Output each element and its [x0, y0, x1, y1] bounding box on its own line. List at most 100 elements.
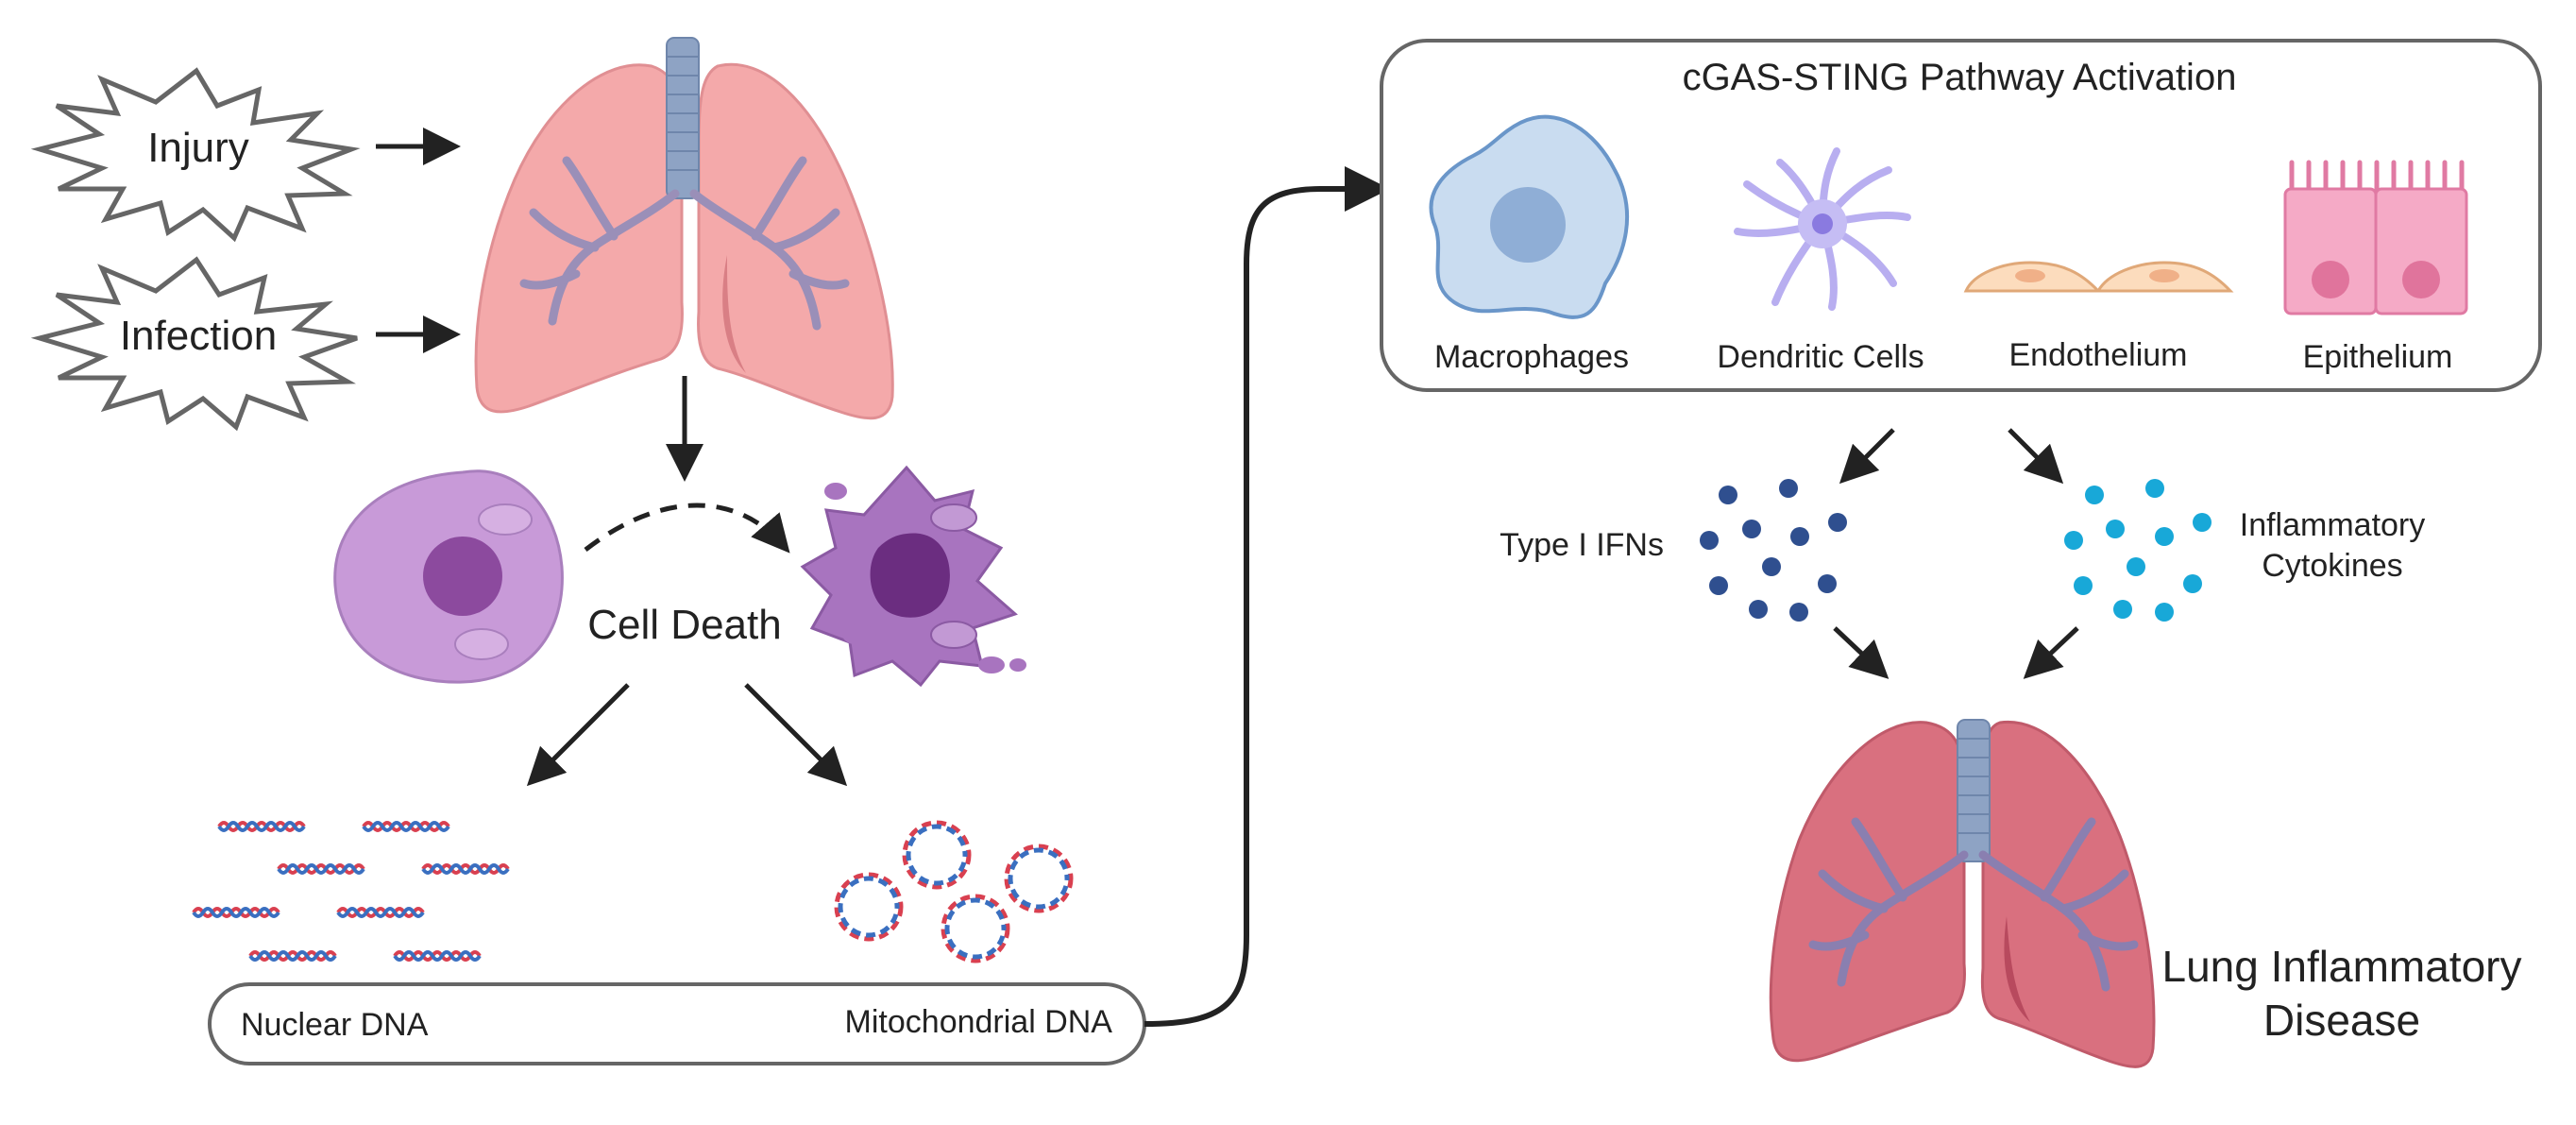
dna-to-pathway-connector	[1144, 166, 1390, 1027]
epithelium-icon	[2283, 160, 2468, 315]
dying-cell-nucleus	[870, 533, 950, 618]
ifn-dot	[1742, 520, 1761, 538]
ifn-dots	[1700, 479, 1847, 622]
dendritic-cells-label: Dendritic Cells	[1717, 339, 1924, 375]
macrophage-icon	[1429, 114, 1629, 319]
healthy-bronchi	[519, 156, 850, 331]
nuclear-dna-fragments	[192, 821, 510, 962]
dying-cell-mitochondrion-2	[930, 621, 977, 649]
cytokine-dot	[2155, 603, 2174, 622]
inflammatory-cytokines-label-line1: Inflammatory	[2240, 507, 2426, 543]
endothelium-icon	[1963, 261, 2234, 293]
cytokine-dot	[2127, 557, 2145, 576]
injury-label: Injury	[147, 125, 249, 171]
ifn-dot	[1828, 513, 1847, 532]
epithelial-cell-2-nucleus	[2402, 261, 2440, 298]
cytokine-dot	[2183, 574, 2202, 593]
celldeath-to-nuclear-arrow	[526, 683, 630, 787]
infection-burst-shape	[30, 256, 358, 432]
nuclear-dna-strand	[362, 821, 450, 832]
cytokine-dot	[2074, 576, 2093, 595]
mitochondrial-dna-rings	[834, 820, 1074, 963]
nuclear-dna-strand	[248, 950, 337, 962]
pathway-box: cGAS-STING Pathway Activation Macrophage…	[1380, 39, 2542, 392]
dying-cell-bleb-3	[978, 656, 1005, 673]
celldeath-to-mito-arrow	[744, 683, 848, 787]
mtdna-ring	[1004, 844, 1074, 913]
cytokine-dot	[2106, 520, 2125, 538]
ifn-dot	[1749, 600, 1768, 619]
cytokine-dots	[2064, 479, 2212, 622]
diseased-lung-right	[1980, 720, 2156, 1068]
nuclear-dna-strand	[421, 863, 510, 875]
healthy-trachea	[666, 37, 700, 199]
ifn-dot	[1762, 557, 1781, 576]
infection-label: Infection	[120, 313, 277, 359]
dying-cell-mitochondrion-1	[930, 503, 977, 532]
epithelium-label: Epithelium	[2303, 339, 2453, 375]
ifn-dot	[1779, 479, 1798, 498]
injury-burst-shape	[30, 67, 361, 243]
cytokines-to-disease-arrow	[2023, 626, 2079, 679]
diseased-bronchi	[1808, 817, 2139, 992]
diseased-lung-shadow	[2004, 916, 2030, 1022]
cytokine-dot	[2064, 531, 2083, 550]
healthy-lungs	[474, 37, 894, 420]
ifn-dot	[1818, 574, 1837, 593]
endothelial-cell-2-nucleus	[2149, 269, 2179, 282]
pathway-to-cytokines-arrow	[2008, 428, 2064, 485]
pathway-to-ifn-arrow	[1839, 428, 1895, 485]
healthy-cell-mitochondrion-2	[454, 628, 509, 660]
cytokine-dot	[2193, 513, 2212, 532]
healthy-trachea-rings	[667, 56, 699, 171]
cell-death-label: Cell Death	[587, 602, 781, 648]
nuclear-dna-strand	[277, 863, 365, 875]
cytokine-dot	[2155, 527, 2174, 546]
injury-burst: Injury	[30, 67, 361, 243]
diseased-trachea	[1957, 719, 1991, 862]
nuclear-dna-strand	[217, 821, 306, 832]
ifn-dot	[1700, 531, 1719, 550]
outcome-label-line2: Disease	[2263, 996, 2420, 1045]
cytokine-dot	[2113, 600, 2132, 619]
dying-cell-bleb-1	[824, 483, 847, 500]
endothelium-label: Endothelium	[2008, 337, 2187, 373]
dying-cell-bleb-4	[1009, 658, 1026, 672]
ifn-to-disease-arrow	[1833, 626, 1890, 679]
inflammatory-cytokines-label-line2: Cytokines	[2262, 548, 2402, 584]
healthy-cell-nucleus	[423, 537, 502, 616]
type-i-ifns-label: Type I IFNs	[1500, 527, 1664, 563]
mtdna-ring	[941, 894, 1010, 963]
celldeath-dashed-arrow	[584, 503, 790, 554]
mtdna-ring	[902, 820, 972, 890]
dna-label-box: Nuclear DNA Mitochondrial DNA	[208, 982, 1146, 1065]
mitochondrial-dna-label: Mitochondrial DNA	[845, 1004, 1113, 1040]
ifn-dot	[1709, 576, 1728, 595]
mtdna-ring	[834, 872, 904, 942]
nuclear-dna-label: Nuclear DNA	[241, 1007, 429, 1043]
pathway-title: cGAS-STING Pathway Activation	[1683, 57, 2237, 98]
epithelial-cell-2	[2374, 187, 2468, 315]
healthy-lung-shadow	[722, 255, 746, 373]
dendritic-cell-icon	[1734, 147, 1911, 311]
dying-cell	[800, 465, 1026, 688]
nuclear-dna-strand	[393, 950, 482, 962]
pathway-box-outline	[1380, 39, 2542, 392]
ifn-dot	[1719, 486, 1737, 504]
outcome-label-line1: Lung Inflammatory	[2162, 942, 2522, 991]
diseased-trachea-rings	[1957, 738, 1990, 834]
nuclear-dna-strand	[192, 907, 280, 918]
diseased-lung-left	[1769, 721, 1966, 1063]
dendritic-cell-nucleus	[1812, 213, 1833, 234]
epithelial-cell-1-nucleus	[2312, 261, 2349, 298]
endothelial-cell-1-nucleus	[2015, 269, 2045, 282]
infection-burst: Infection	[30, 256, 358, 432]
macrophage-nucleus	[1490, 187, 1566, 263]
ifn-dot	[1789, 603, 1808, 622]
macrophages-label: Macrophages	[1434, 339, 1629, 375]
ifn-dot	[1790, 527, 1809, 546]
cytokine-dot	[2085, 486, 2104, 504]
dying-cell-bleb-2	[842, 624, 876, 645]
healthy-cell	[333, 469, 564, 684]
